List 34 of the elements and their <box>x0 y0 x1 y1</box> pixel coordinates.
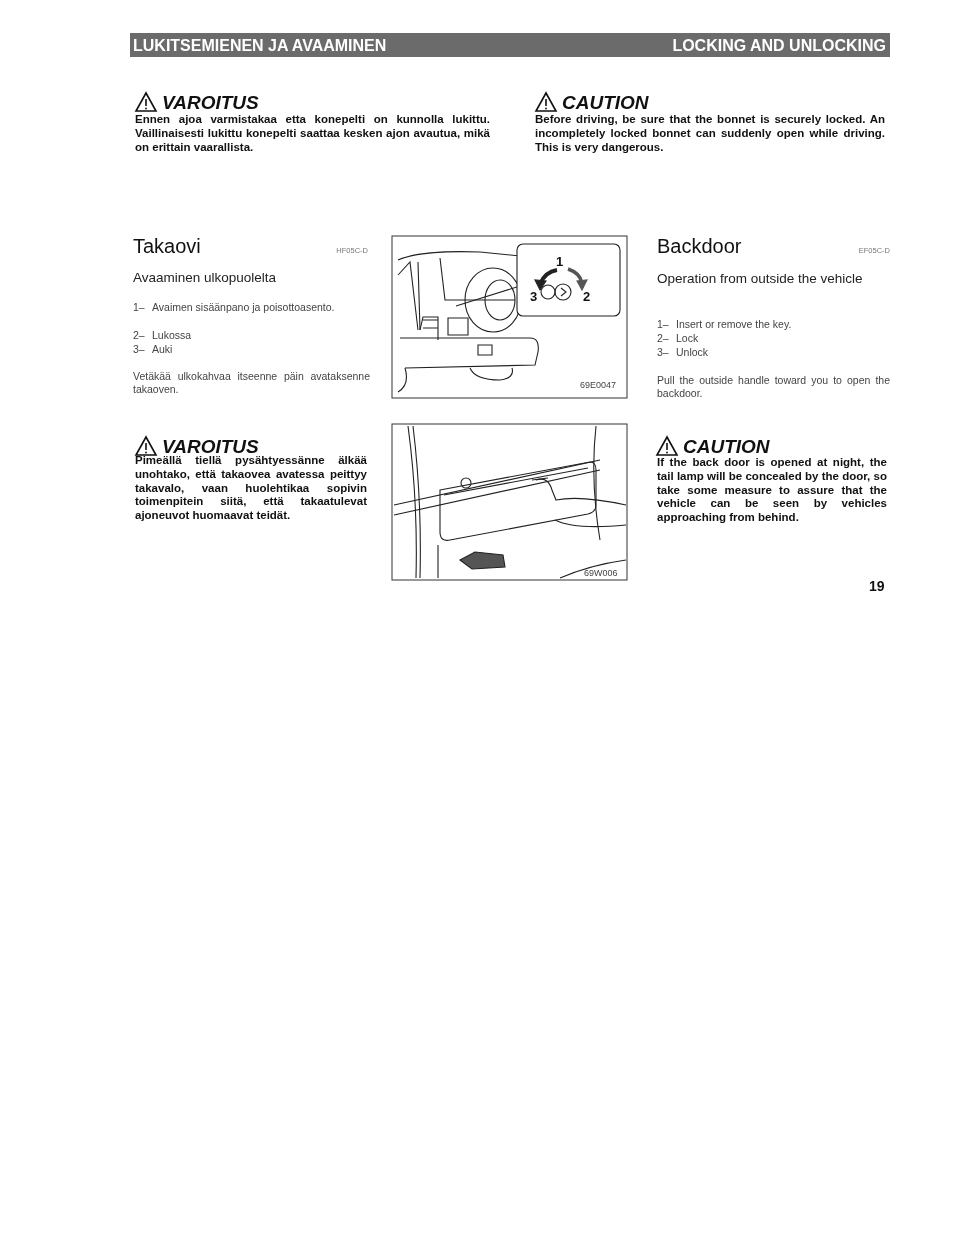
section-title: Takaovi <box>133 234 201 259</box>
body-text: Auki <box>152 343 174 357</box>
list-number: 1– <box>133 301 146 315</box>
warning-heading: VAROITUS <box>162 91 259 115</box>
callout-number: 2 <box>583 289 591 306</box>
figure-code: 69W006 <box>584 568 618 580</box>
subsection-title: Operation from outside the vehicle <box>657 271 864 288</box>
body-text: Lukossa <box>152 329 193 343</box>
section-header: LUKITSEMIENEN JA AVAAMINEN <box>133 36 387 56</box>
section-title: Backdoor <box>657 234 742 259</box>
section-header: LOCKING AND UNLOCKING <box>672 36 886 56</box>
figure-code: 69E0047 <box>580 380 617 392</box>
list-number: 2– <box>657 332 670 346</box>
body-text: Vetäkää ulkokahvaa itseenne päin avataksenne takaoven. <box>133 370 370 397</box>
body-text: Lock <box>676 332 700 346</box>
warning-text: Ennen ajoa varmistakaa etta konepelti on kunnolla lukittu. Vaillinaisesti lukittu konepelti saattaa kesken ajon avautua, mikä on erittain vaarallista. <box>135 113 490 155</box>
list-number: 3– <box>657 346 670 360</box>
callout-number: 3 <box>530 289 538 306</box>
callout-number: 1 <box>556 254 564 271</box>
subsection-title: Avaaminen ulkopuolelta <box>133 270 278 287</box>
warning-heading: VAROITUS <box>162 435 259 457</box>
list-number: 1– <box>657 318 670 332</box>
warning-heading: CAUTION <box>683 435 770 458</box>
list-number: 3– <box>133 343 146 357</box>
warning-heading: CAUTION <box>562 91 649 115</box>
body-text: Avaimen sisäänpano ja poisottoasento. <box>152 301 336 315</box>
warning-text: If the back door is opened at night, the tail lamp will be concealed by the door, so take some measure to assure that the vehicle can be seen by vehicles approaching from behind. <box>657 456 887 525</box>
body-text: Insert or remove the key. <box>676 318 793 332</box>
body-text: Unlock <box>676 346 710 360</box>
warning-text: Pimeällä tiellä pysähtyessänne älkää unohtako, että takaovea avatessa peittyy takavalo, vaan huolehtikaa sopivin toimenpitein siitä, että takaatulevat ajoneuvot huomaavat teidät. <box>135 454 367 523</box>
list-number: 2– <box>133 329 146 343</box>
page-number: 19 <box>869 578 885 596</box>
warning-text: Before driving, be sure that the bonnet is securely locked. An incompletely locked bonnet can suddenly open while driving. This is very dangerous. <box>535 113 885 155</box>
body-text: Pull the outside handle toward you to open the backdoor. <box>657 374 890 401</box>
